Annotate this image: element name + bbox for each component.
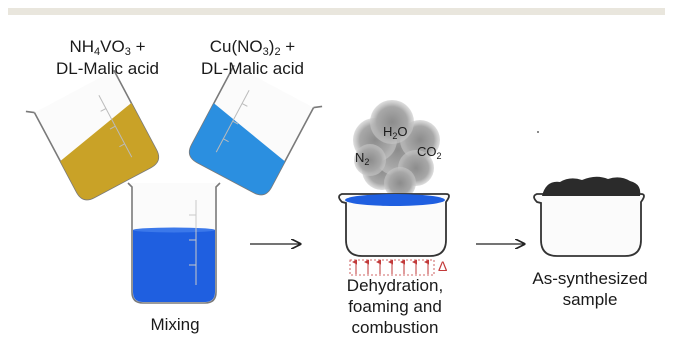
top-rule <box>8 8 665 15</box>
reagent-2-label: Cu(NO3)2 + DL-Malic acid <box>201 37 304 78</box>
crucible-icon <box>533 176 645 257</box>
mixed-solution <box>133 230 215 302</box>
smoke-cloud-icon <box>353 100 440 199</box>
heat-symbol: Δ <box>438 258 448 274</box>
reagent-1-label: NH4VO3 + DL-Malic acid <box>56 37 159 78</box>
crucible-icon <box>338 193 450 257</box>
gas-h2o-label: H2O <box>383 124 408 141</box>
mixing-label: Mixing <box>150 315 200 334</box>
gas-n2-label: N2 <box>355 150 370 167</box>
beaker-icon <box>25 69 160 201</box>
beaker-icon <box>188 64 323 196</box>
heat-arrow-icon <box>349 259 435 276</box>
step-2-label: Dehydration, foaming and combustion <box>346 276 444 337</box>
step-3-label: As-synthesized sample <box>532 269 648 309</box>
vanadate-solution <box>60 102 159 200</box>
reaction-solution <box>345 194 445 206</box>
gas-co2-label: CO2 <box>417 144 442 161</box>
beaker-icon <box>127 182 221 304</box>
product-powder <box>542 176 641 196</box>
copper-solution <box>189 103 285 195</box>
